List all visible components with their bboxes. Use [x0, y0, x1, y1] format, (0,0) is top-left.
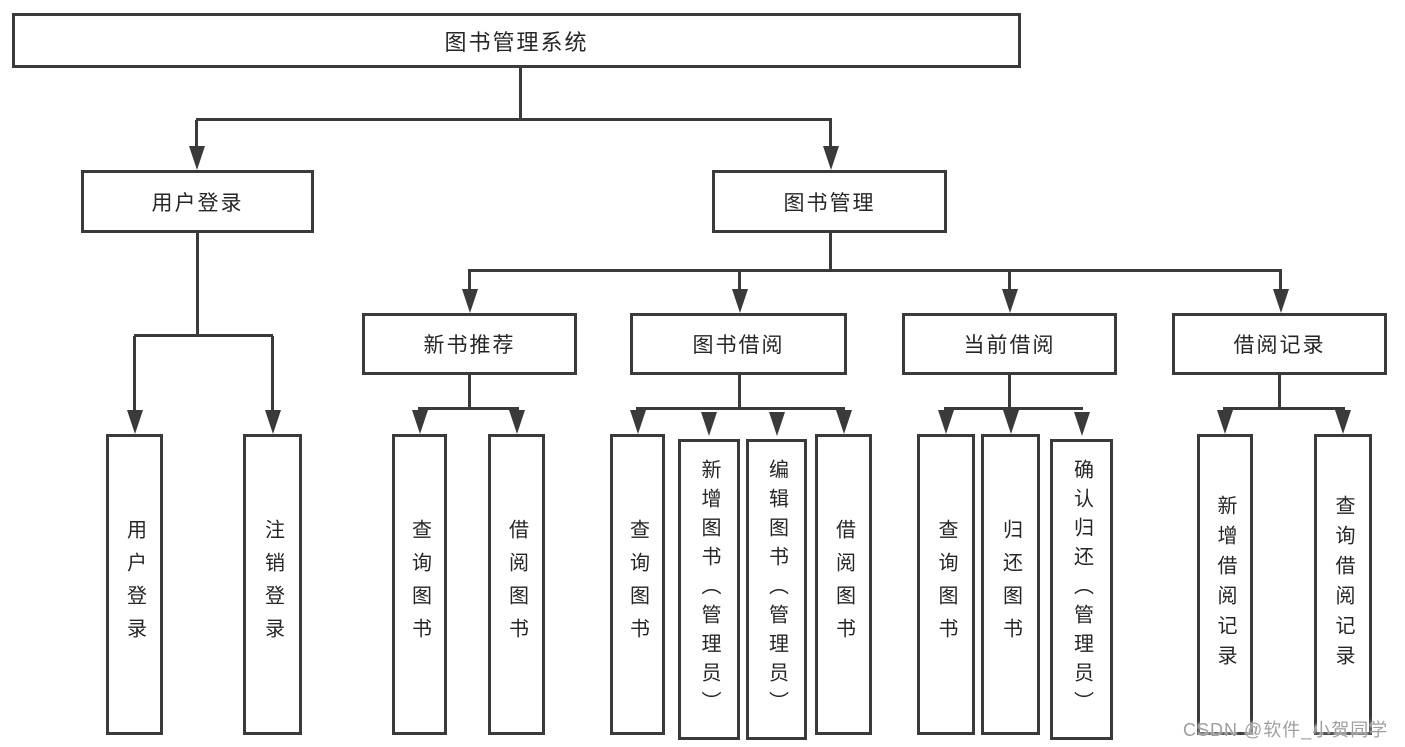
arrowhead-down-icon — [1273, 289, 1289, 313]
leaf-query-book-1-label: 查询图书 — [408, 518, 431, 651]
arrowhead-down-icon — [938, 410, 954, 434]
arrowhead-down-icon — [189, 146, 205, 170]
leaf-query-book-2: 查询图书 — [610, 434, 665, 735]
arrowhead-down-icon — [1002, 289, 1018, 313]
leaf-query-book-2-label: 查询图书 — [626, 518, 649, 651]
node-user-login-label: 用户登录 — [151, 191, 244, 215]
arrowhead-down-icon — [412, 410, 428, 434]
node-new-book-recommend: 新书推荐 — [362, 313, 577, 375]
connector-line — [1008, 375, 1011, 409]
leaf-borrow-book-1-label: 借阅图书 — [505, 518, 528, 651]
arrowhead-down-icon — [462, 289, 478, 313]
connector-line — [133, 336, 136, 412]
arrowhead-down-icon — [265, 410, 281, 434]
leaf-logout: 注销登录 — [243, 434, 302, 735]
arrowhead-down-icon — [1074, 412, 1090, 436]
csdn-watermark: CSDN @软件_小贺同学 — [1183, 720, 1389, 740]
leaf-add-book-admin: 新增图书（管理员） — [678, 439, 740, 740]
leaf-edit-book-admin-label: 编辑图书（管理员） — [765, 459, 788, 720]
node-user-login: 用户登录 — [81, 170, 314, 233]
arrowhead-down-icon — [509, 410, 525, 434]
connector-line — [636, 407, 845, 410]
node-current-borrow: 当前借阅 — [902, 313, 1117, 375]
leaf-query-book-3-label: 查询图书 — [935, 518, 957, 651]
connector-line — [195, 120, 198, 148]
node-new-book-recommend-label: 新书推荐 — [423, 334, 516, 357]
connector-line — [944, 407, 1083, 410]
leaf-user-login-label: 用户登录 — [123, 518, 146, 651]
connector-line — [829, 233, 832, 271]
node-book-management-label: 图书管理 — [783, 191, 876, 215]
connector-line — [196, 118, 832, 121]
leaf-query-book-1: 查询图书 — [392, 434, 447, 735]
connector-line — [829, 120, 832, 148]
connector-line — [738, 375, 741, 409]
leaf-return-book-label: 归还图书 — [999, 518, 1022, 651]
leaf-borrow-book-2: 借阅图书 — [815, 434, 872, 735]
arrowhead-down-icon — [1003, 410, 1019, 434]
leaf-query-borrow-record: 查询借阅记录 — [1314, 434, 1372, 735]
arrowhead-down-icon — [823, 146, 839, 170]
connector-line — [738, 271, 741, 291]
connector-line — [468, 375, 471, 409]
node-current-borrow-label: 当前借阅 — [963, 334, 1056, 357]
leaf-logout-label: 注销登录 — [261, 518, 284, 651]
leaf-edit-book-admin: 编辑图书（管理员） — [746, 439, 807, 740]
arrowhead-down-icon — [127, 410, 143, 434]
leaf-confirm-return-admin-label: 确认归还（管理员） — [1070, 459, 1093, 720]
node-root: 图书管理系统 — [12, 13, 1021, 68]
node-book-management: 图书管理 — [712, 170, 947, 233]
connector-line — [1008, 271, 1011, 291]
leaf-borrow-book-2-label: 借阅图书 — [832, 518, 855, 651]
leaf-query-borrow-record-label: 查询借阅记录 — [1332, 494, 1354, 675]
leaf-user-login: 用户登录 — [106, 434, 163, 735]
arrowhead-down-icon — [836, 410, 852, 434]
arrowhead-down-icon — [701, 412, 717, 436]
leaf-add-borrow-record-label: 新增借阅记录 — [1214, 494, 1236, 675]
arrowhead-down-icon — [769, 412, 785, 436]
connector-line — [1278, 375, 1281, 409]
leaf-confirm-return-admin: 确认归还（管理员） — [1050, 439, 1113, 740]
leaf-return-book: 归还图书 — [981, 434, 1040, 735]
connector-line — [271, 336, 274, 412]
leaf-query-book-3: 查询图书 — [917, 434, 975, 735]
connector-line — [1279, 271, 1282, 291]
connector-line — [134, 334, 273, 337]
leaf-borrow-book-1: 借阅图书 — [488, 434, 545, 735]
connector-line — [1223, 407, 1345, 410]
node-borrow-record-label: 借阅记录 — [1233, 334, 1326, 357]
connector-line — [468, 269, 1282, 272]
connector-line — [468, 271, 471, 291]
connector-line — [519, 68, 522, 120]
connector-line — [418, 407, 519, 410]
node-book-borrow-label: 图书借阅 — [692, 334, 785, 357]
arrowhead-down-icon — [732, 289, 748, 313]
node-borrow-record: 借阅记录 — [1172, 313, 1387, 375]
node-root-label: 图书管理系统 — [444, 29, 589, 55]
leaf-add-book-admin-label: 新增图书（管理员） — [698, 459, 720, 720]
arrowhead-down-icon — [1217, 410, 1233, 434]
node-book-borrow: 图书借阅 — [630, 313, 847, 375]
arrowhead-down-icon — [1335, 410, 1351, 434]
arrowhead-down-icon — [630, 410, 646, 434]
leaf-add-borrow-record: 新增借阅记录 — [1197, 434, 1253, 735]
connector-line — [196, 233, 199, 336]
